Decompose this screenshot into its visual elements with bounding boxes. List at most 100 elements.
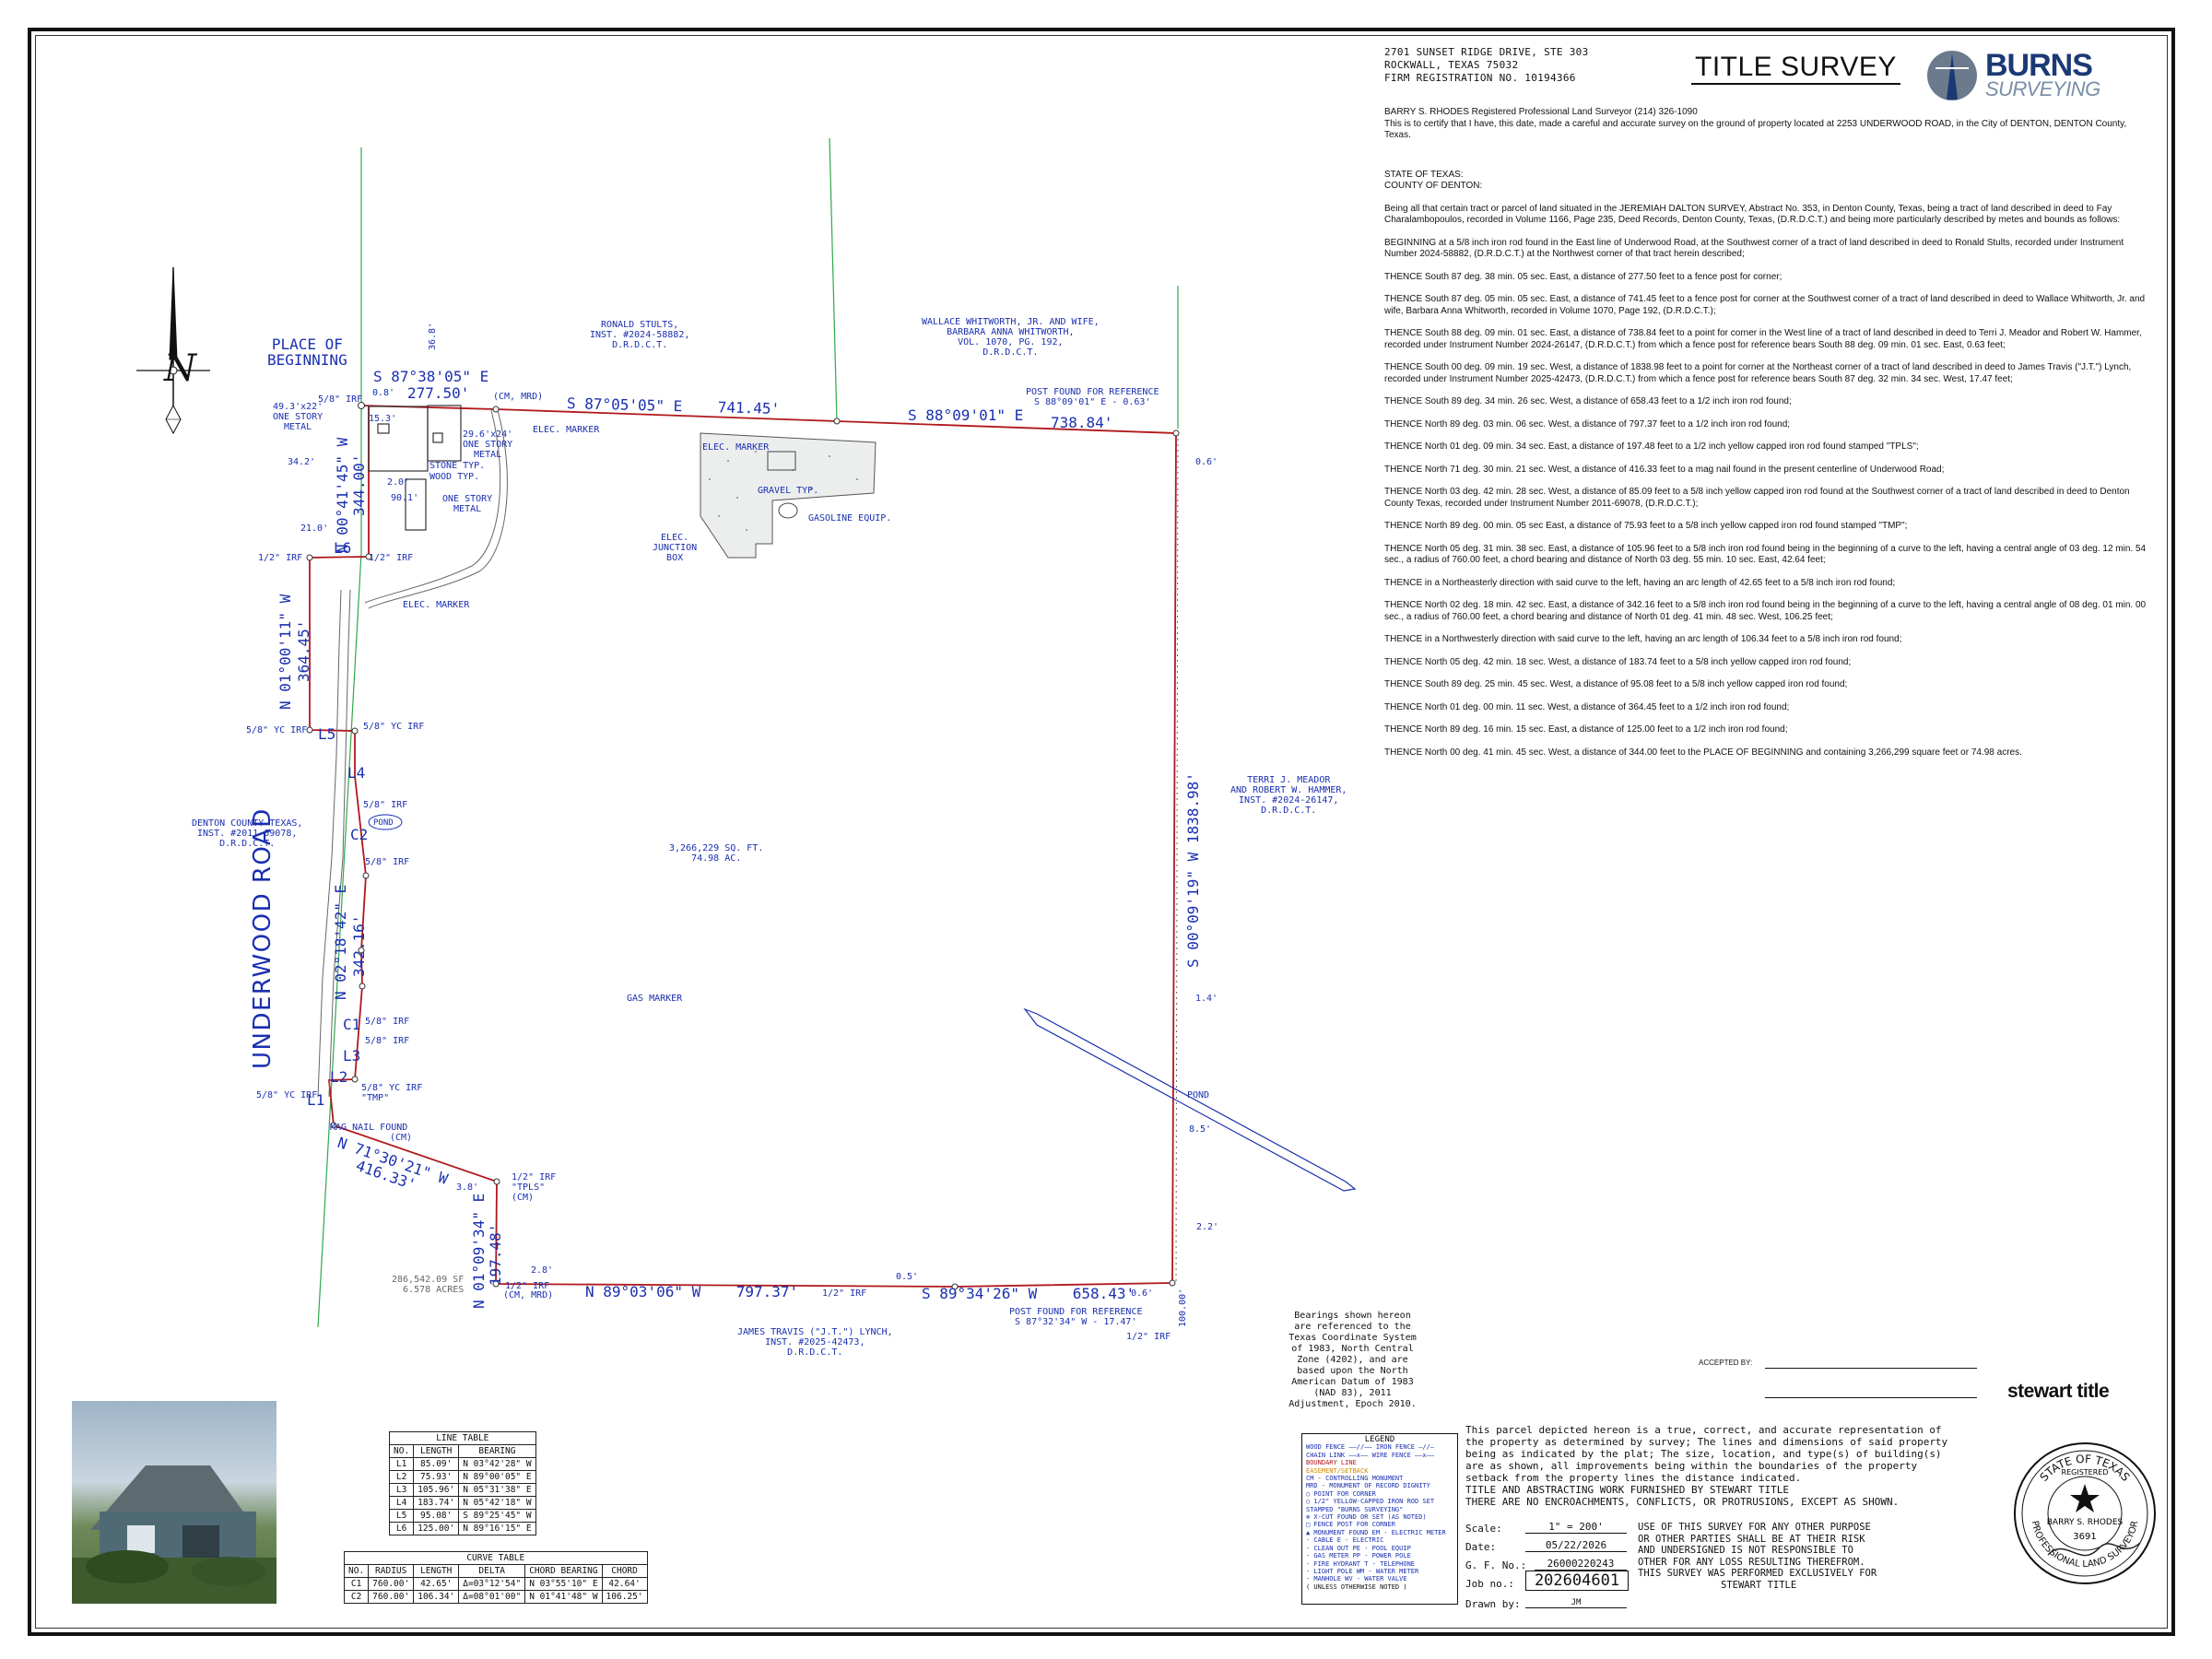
corner-markers [306, 402, 1180, 1290]
legend-item: ▲ MONUMENT FOUND EM - ELECTRIC METER [1306, 1528, 1446, 1536]
owner-line: INST. #2024-58882, [590, 330, 690, 340]
note-line: JUNCTION [653, 543, 698, 553]
call-south-2: N 89°03'06" W 797.37' [585, 1283, 799, 1300]
cell: 760.00' [368, 1590, 415, 1604]
seal-registered: REGISTERED [2062, 1468, 2109, 1477]
use-line: THIS SURVEY WAS PERFORMED EXCLUSIVELY FO… [1638, 1568, 1877, 1579]
dim-label: 2.0' [387, 477, 410, 488]
gf-label: G. F. No.: [1465, 1559, 1527, 1571]
mag-nail-label: MAG NAIL FOUND(CM) [330, 1123, 412, 1143]
use-restriction-text: USE OF THIS SURVEY FOR ANY OTHER PURPOSE… [1638, 1522, 1914, 1591]
stone-label: STONE TYP. [429, 461, 486, 471]
call-north-1-bearing: S 87°38'05" E [373, 368, 489, 385]
note-line: (CM) [512, 1193, 535, 1203]
cell: L1 [388, 1457, 415, 1471]
scale-value: 1" = 200' [1525, 1521, 1627, 1534]
line-table-header: BEARING [458, 1444, 536, 1458]
owner-line: D.R.D.C.T. [982, 347, 1039, 358]
owner-line: D.R.D.C.T. [787, 1347, 843, 1358]
cell: 105.96' [413, 1483, 460, 1497]
yc-irf-tmp-label: 5/8" YC IRF"TMP" [361, 1083, 422, 1103]
surveyor-line: BARRY S. RHODES Registered Professional … [1384, 107, 1698, 117]
irf-label: 1/2" IRF [822, 1288, 867, 1299]
legend-item: ○ 1/2" YELLOW-CAPPED IRON ROD SET [1306, 1498, 1435, 1506]
cell: L6 [388, 1522, 415, 1535]
north-arrow [136, 266, 210, 435]
owner-line: AND ROBERT W. HAMMER, [1230, 785, 1347, 795]
legal-para: Being all that certain tract or parcel o… [1384, 203, 2121, 226]
cm-mrd-note-south: (CM, MRD) [503, 1290, 554, 1300]
stewart-title-logo: stewart title [2007, 1381, 2110, 1402]
cell: C1 [343, 1577, 370, 1591]
outparcel-sf: 286,542.09 SF [392, 1275, 465, 1285]
area-sqft: 3,266,229 SQ. FT. [669, 843, 764, 853]
curve-table-caption: CURVE TABLE [344, 1551, 648, 1564]
call-north-1-distance: 277.50' [407, 384, 470, 402]
cell: 760.00' [368, 1577, 415, 1591]
call-west-mid-bearing: N 02°18'42" E [332, 884, 349, 1000]
use-line: AND UNDERSIGNED IS NOT RESPONSIBLE TO [1638, 1545, 1853, 1556]
certify-statement: This is to certify that I have, this dat… [1384, 118, 2127, 141]
green-reference-lines [317, 137, 1179, 1328]
line-label-l5: L5 [318, 725, 336, 743]
gravel-pad [767, 451, 796, 471]
call-west-top-distance: 344.00' [350, 453, 368, 516]
legal-para: THENCE in a Northeasterly direction with… [1384, 577, 1896, 588]
gf-value: 26000220243 [1535, 1558, 1627, 1571]
legal-para: THENCE South 87 deg. 38 min. 05 sec. Eas… [1384, 271, 1783, 282]
legal-para: THENCE North 01 deg. 09 min. 34 sec. Eas… [1384, 441, 1919, 452]
area-acres: 74.98 AC. [691, 853, 742, 864]
call-north-3-bearing: S 88°09'01" E [908, 406, 1024, 424]
owner-denton-county: DENTON COUNTY TEXAS,INST. #2011-69078,D.… [192, 818, 302, 849]
legend-item: - MANHOLE WV - WATER VALVE [1306, 1575, 1407, 1583]
gasoline-equip-label: GASOLINE EQUIP. [808, 513, 892, 524]
owner-line: D.R.D.C.T. [612, 340, 668, 350]
legal-para: THENCE in a Northwesterly direction with… [1384, 634, 1902, 644]
call-west-upper-distance: 364.45' [295, 619, 312, 682]
seal-name: BARRY S. RHODES [2047, 1518, 2124, 1527]
note-line: ONE STORY [463, 440, 513, 450]
cell: L3 [388, 1483, 415, 1497]
gasoline-equip-shape [778, 502, 798, 519]
irf-label: 1/2" IRF [369, 553, 414, 563]
job-value: 202604601 [1525, 1571, 1629, 1591]
note-line: 5/8" YC IRF [361, 1083, 423, 1093]
elec-marker-label: ELEC. MARKER [403, 600, 470, 610]
note-line: MAG NAIL FOUND [330, 1123, 408, 1133]
cell: Δ=03°12'54" [458, 1577, 526, 1591]
use-line: STEWART TITLE [1721, 1579, 1797, 1591]
sheet-border [28, 28, 2175, 1636]
cell: N 05°31'38" E [458, 1483, 536, 1497]
owner-whitworth: WALLACE WHITWORTH, JR. AND WIFE,BARBARA … [922, 317, 1100, 358]
note-line: 49.3'x22' [273, 402, 324, 412]
cert-line: the property as determined by survey; Th… [1465, 1436, 1948, 1448]
owner-line: TERRI J. MEADOR [1247, 775, 1331, 785]
legal-description: BARRY S. RHODES Registered Professional … [1384, 107, 2149, 770]
owner-line: RONALD STULTS, [601, 320, 679, 330]
house-photo-illustration [72, 1465, 276, 1604]
drawn-by-label: Drawn by: [1465, 1598, 1521, 1610]
dim-label: 15.3' [369, 414, 397, 424]
legal-para: THENCE North 89 deg. 00 min. 05 sec East… [1384, 521, 1908, 531]
cert-line: This parcel depicted hereon is a true, c… [1465, 1424, 1942, 1436]
line-label-l1: L1 [307, 1091, 325, 1109]
irf-label: 1/2" IRF [505, 1281, 550, 1291]
dim-label: 100.00' [1178, 1288, 1188, 1327]
cert-line: are as shown, all improvements being wit… [1465, 1460, 1918, 1472]
seal-number: 3691 [2073, 1532, 2096, 1542]
firm-address: 2701 SUNSET RIDGE DRIVE, STE 303 ROCKWAL… [1384, 46, 1589, 85]
cell: N 89°16'15" E [458, 1522, 536, 1535]
cell: 42.64' [601, 1577, 648, 1591]
legal-para: THENCE North 89 deg. 16 min. 15 sec. Eas… [1384, 724, 1788, 735]
cell: N 05°42'18" W [458, 1496, 536, 1510]
legend-item: WOOD FENCE ——//—— IRON FENCE —//— [1306, 1443, 1435, 1452]
logo-word-burns: BURNS [1985, 48, 2093, 83]
